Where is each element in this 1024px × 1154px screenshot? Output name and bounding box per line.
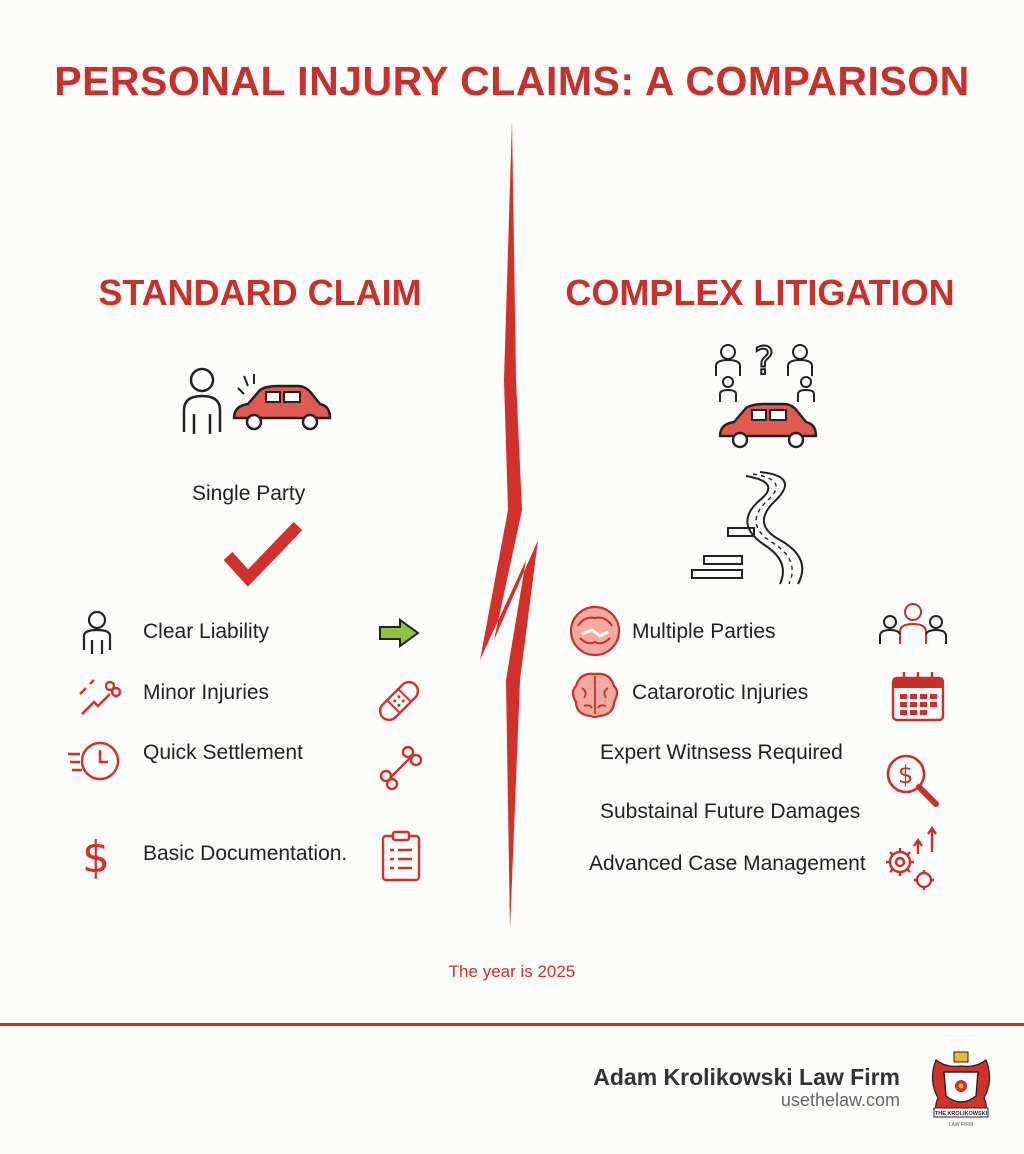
single-party-label: Single Party xyxy=(192,482,306,505)
list-item-label: Expert Witnsess Required xyxy=(600,741,843,764)
brain-handshake-icon xyxy=(569,605,621,657)
complex-litigation-heading: COMPLEX LITIGATION xyxy=(565,272,955,313)
svg-text:?: ? xyxy=(754,339,774,383)
gears-growth-icon xyxy=(886,825,937,890)
list-item-label: Substainal Future Damages xyxy=(600,800,861,823)
brain-icon xyxy=(571,672,619,719)
footer-divider xyxy=(0,1023,1024,1026)
group-icon xyxy=(879,603,947,644)
list-item-label: Catarorotic Injuries xyxy=(632,681,809,704)
list-item-label: Clear Liability xyxy=(143,620,270,643)
clipboard-icon xyxy=(381,830,421,882)
list-item-label: Advanced Case Management xyxy=(589,852,866,875)
winding-road-icon xyxy=(691,471,804,585)
person-icon xyxy=(82,610,112,654)
page-title: PERSONAL INJURY CLAIMS: A COMPARISON xyxy=(54,58,970,104)
list-item-label: Basic Documentation. xyxy=(143,842,348,865)
magnifier-dollar-icon: $ xyxy=(886,754,939,807)
logo-text: THE KROLIKOWSKI xyxy=(935,1111,988,1117)
checkmark-icon xyxy=(223,521,303,587)
fast-clock-icon xyxy=(68,741,120,781)
list-item-label: Minor Injuries xyxy=(143,681,270,704)
person-car-illustration xyxy=(182,367,332,434)
bandage-icon xyxy=(378,680,420,722)
bone-icon xyxy=(379,745,423,791)
year-note: The year is 2025 xyxy=(448,962,576,981)
dollar-icon: $ xyxy=(82,832,110,883)
standard-claim-heading: STANDARD CLAIM xyxy=(98,272,422,313)
list-item-label: Quick Settlement xyxy=(143,741,303,764)
svg-text:$: $ xyxy=(898,761,913,789)
firm-url[interactable]: usethelaw.com xyxy=(780,1090,900,1110)
list-item-label: Multiple Parties xyxy=(632,620,776,643)
lightning-divider xyxy=(480,120,538,930)
calendar-icon xyxy=(891,672,945,722)
arrow-right-icon xyxy=(379,618,420,648)
multiple-parties-car-illustration: ? xyxy=(715,338,818,449)
firm-logo[interactable]: THE KROLIKOWSKI LAW FIRM xyxy=(928,1050,994,1132)
broken-bone-icon xyxy=(79,679,122,715)
logo-subtext: LAW FIRM xyxy=(949,1122,973,1128)
firm-name: Adam Krolikowski Law Firm xyxy=(593,1064,900,1090)
